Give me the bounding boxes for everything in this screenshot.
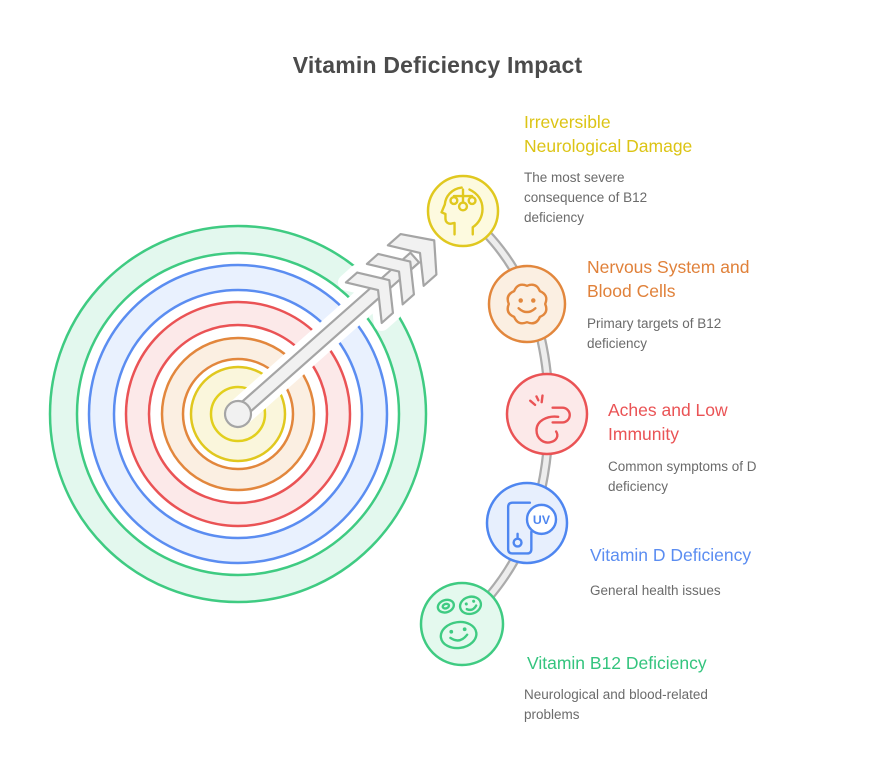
target-rings [48, 224, 428, 604]
node-heading-vitamin-d: Vitamin D Deficiency [590, 545, 752, 565]
arrow-fletching [344, 271, 395, 325]
arrow-pivot [223, 399, 253, 429]
node-description-aches-immunity: Common symptoms of D deficiency [608, 459, 757, 494]
pain-face-icon [529, 394, 571, 444]
timeline-node-nervous-system [487, 264, 567, 344]
sunscreen-uv-icon: UV [506, 501, 558, 555]
timeline-node-vitamin-b12 [419, 581, 505, 667]
page-title: Vitamin Deficiency Impact [292, 52, 583, 78]
node-heading-vitamin-b12: Vitamin B12 Deficiency [527, 653, 707, 673]
node-description-vitamin-b12: Neurological and blood-related problems [524, 687, 708, 722]
node-heading-aches-immunity: Aches and Low Immunity [608, 400, 728, 444]
cell-smiley-icon [506, 283, 548, 325]
uv-label: UV [533, 513, 551, 527]
node-heading-irreversible-damage: Irreversible Neurological Damage [524, 112, 693, 156]
timeline-node-aches-immunity [505, 372, 589, 456]
node-description-irreversible-damage: The most severe consequence of B12 defic… [524, 170, 648, 225]
head-neural-icon [440, 186, 484, 236]
node-heading-nervous-system: Nervous System and Blood Cells [587, 257, 750, 301]
arrow-fletching [365, 252, 416, 306]
blood-cells-icon [436, 595, 483, 650]
arrow-icon [223, 219, 456, 429]
node-description-vitamin-d: General health issues [590, 583, 721, 598]
node-description-nervous-system: Primary targets of B12 deficiency [587, 316, 722, 351]
arrow-fletching [386, 232, 438, 287]
